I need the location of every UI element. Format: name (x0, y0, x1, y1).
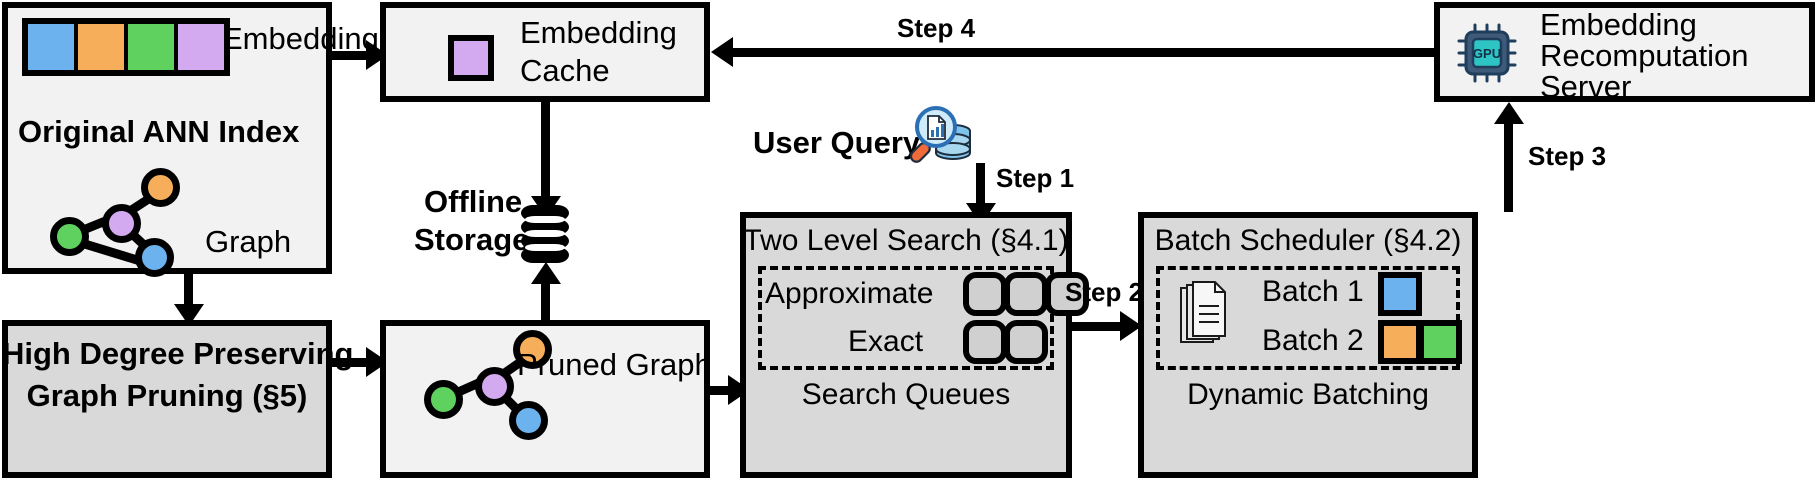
arrow-index-to-cache-shaft (332, 51, 374, 60)
arrow-step4-shaft (733, 48, 1434, 57)
recomputation-server-title-line3: Server (1540, 69, 1632, 104)
embedding-chip-orange (78, 24, 128, 70)
arrow-step4-head (711, 37, 733, 67)
graph-node-purple (102, 204, 141, 243)
embedding-cache-title-line2: Cache (520, 53, 610, 88)
embedding-chip-purple (178, 24, 224, 70)
graph-node-green (424, 380, 463, 419)
graph-node-green (50, 217, 89, 256)
embedding-cache-chip-purple (448, 35, 494, 81)
pruned-graph-visual (412, 330, 562, 440)
approximate-row-label: Approximate (765, 277, 934, 310)
exact-row-label: Exact (848, 325, 924, 358)
pruned-graph-label: Pruned Graph (517, 347, 712, 382)
two-level-search-title: Two Level Search (§4.1) (743, 224, 1069, 257)
arrow-pruning-to-pruned-graph-shaft (332, 358, 374, 367)
search-queues-footer: Search Queues (801, 378, 1011, 411)
gpu-icon-text: GPU (1473, 46, 1501, 61)
graph-node-blue (135, 238, 174, 277)
approximate-queue-slot (1045, 272, 1089, 316)
batch-2-label: Batch 2 (1262, 324, 1364, 357)
arrow-index-to-pruning-shaft (184, 274, 193, 308)
embedding-cache-title-line1: Embedding (520, 15, 677, 50)
step2-label: Step 2 (1065, 277, 1144, 307)
batch-2-chip-green (1418, 320, 1462, 364)
arrow-pruned-graph-to-search-shaft (710, 386, 742, 395)
arrow-pruned-graph-to-storage-shaft (541, 270, 550, 322)
graph-label: Graph (205, 224, 292, 259)
original-ann-index-title: Original ANN Index (18, 114, 300, 149)
magnifier-document-database-icon (903, 104, 973, 172)
graph-node-orange (513, 330, 552, 369)
approximate-queue-slot (1004, 272, 1048, 316)
exact-queue-slot (1004, 320, 1048, 364)
documents-stack-icon (1176, 280, 1232, 350)
arrow-step2-shaft (1072, 322, 1130, 331)
embedding-chip-strip (22, 18, 230, 76)
user-query-label: User Query (753, 125, 921, 160)
embedding-cache-box (380, 2, 710, 102)
offline-storage-label-line1: Offline (424, 184, 523, 219)
batch-2-chip-orange (1378, 320, 1422, 364)
exact-queue-slot (963, 320, 1007, 364)
graph-pruning-box (2, 320, 332, 478)
step3-label: Step 3 (1528, 141, 1607, 171)
arrow-step3-shaft (1504, 110, 1513, 212)
batch-1-chip-blue (1378, 272, 1422, 316)
database-cylinder-icon (521, 205, 569, 263)
dynamic-batching-footer: Dynamic Batching (1187, 378, 1429, 411)
graph-node-orange (141, 168, 180, 207)
arrow-cache-to-storage-shaft (541, 102, 550, 202)
original-index-graph (40, 165, 200, 277)
recomputation-server-title-line2: Recomputation (1540, 38, 1749, 73)
gpu-chip-icon: GPU (1457, 23, 1517, 83)
arrow-step1-shaft (976, 163, 985, 207)
graph-pruning-title-line1: High Degree Preserving (2, 336, 354, 371)
step1-label: Step 1 (996, 163, 1075, 193)
arrow-pruned-graph-to-storage-head (531, 262, 561, 284)
arrow-step3-head (1494, 102, 1524, 124)
batch-scheduler-title: Batch Scheduler (§4.2) (1154, 224, 1462, 257)
graph-pruning-title-line2: Graph Pruning (§5) (26, 378, 308, 413)
dynamic-batching-dashed-region (1156, 266, 1460, 370)
arrow-step2-head (1120, 311, 1142, 341)
offline-storage-label-line2: Storage (414, 222, 530, 257)
embedding-chip-green (128, 24, 178, 70)
embedding-label: Embedding (222, 21, 379, 56)
approximate-queue-slot (963, 272, 1007, 316)
embedding-chip-blue (28, 24, 78, 70)
step4-label: Step 4 (897, 13, 976, 43)
batch-1-label: Batch 1 (1262, 275, 1364, 308)
graph-node-purple (475, 367, 514, 406)
graph-node-blue (509, 401, 548, 440)
search-queues-dashed-region (758, 266, 1054, 370)
recomputation-server-title-line1: Embedding (1540, 7, 1697, 42)
